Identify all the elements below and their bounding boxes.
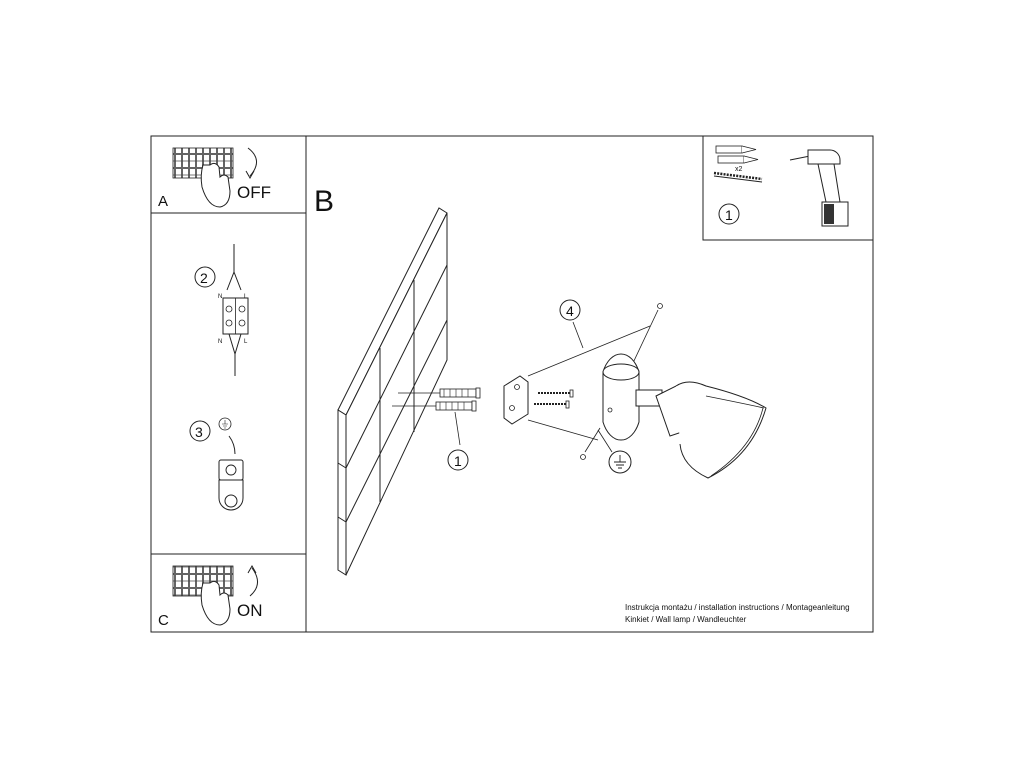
outer-frame	[150, 135, 874, 633]
panel-b-letter: B	[314, 185, 334, 218]
callout-line-bottom	[527, 419, 599, 441]
panel-c-action: ON	[237, 601, 263, 620]
wall-plug-icon	[715, 145, 759, 164]
wall-lamp-icon	[580, 303, 767, 479]
panel-a-letter: A	[158, 193, 168, 210]
tools-step-number: 1	[725, 207, 733, 223]
ground-symbol-icon	[597, 429, 632, 474]
caption-line-2: Kinkiet / Wall lamp / Wandleuchter	[625, 615, 747, 624]
anchors-step-circle	[447, 449, 469, 471]
anchors-icon	[392, 387, 481, 412]
step-4-number: 4	[566, 303, 574, 319]
step-2-number: 2	[200, 270, 208, 286]
step-2-circle	[194, 266, 216, 288]
step-4-circle	[559, 299, 581, 321]
off-switch-icon	[172, 147, 257, 208]
tools-step-circle	[718, 203, 740, 225]
on-switch-icon	[172, 564, 258, 626]
tools-quantity: x2	[735, 166, 743, 173]
panel-a-action: OFF	[237, 183, 271, 202]
screw-icon	[534, 389, 574, 409]
wall-icon	[337, 207, 448, 576]
step-3-circle	[189, 420, 211, 442]
caption-line-1: Instrukcja montażu / installation instru…	[625, 603, 850, 612]
wiring-neutral-bottom: N	[218, 339, 222, 345]
callout-line-top	[527, 325, 651, 377]
anchors-leader	[454, 411, 461, 446]
mounting-bracket-icon	[503, 375, 529, 425]
wiring-live-bottom: L	[244, 339, 248, 345]
wiring-neutral-top: N	[218, 294, 222, 300]
anchors-step-number: 1	[454, 453, 462, 469]
step-3-number: 3	[195, 424, 203, 440]
earth-connection-icon	[189, 417, 244, 511]
panel-c-letter: C	[158, 612, 169, 629]
drill-icon	[789, 149, 849, 227]
terminal-block-icon	[194, 244, 249, 376]
wiring-live-top: L	[244, 294, 248, 300]
step-4-leader	[572, 321, 584, 349]
screw-icon	[713, 171, 763, 183]
